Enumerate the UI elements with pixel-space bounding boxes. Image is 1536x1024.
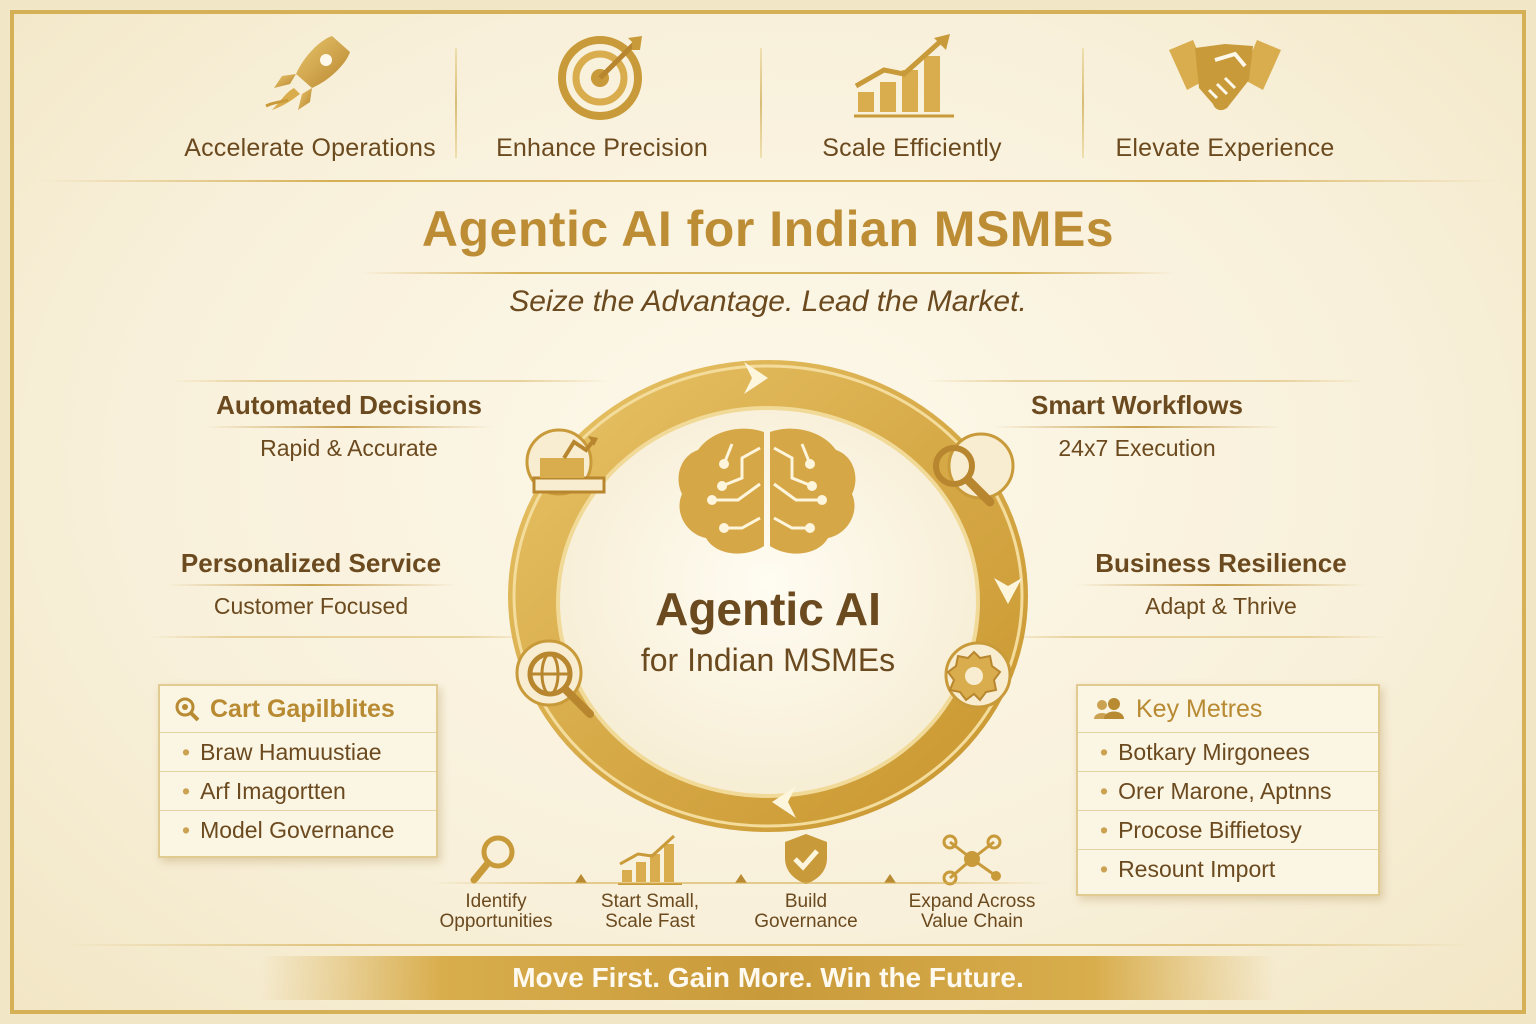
- panel-title: Cart Gapilblites: [210, 695, 395, 723]
- magnifier-icon: [933, 445, 995, 507]
- right-info-panel: Key Metres •Botkary Mirgonees •Orer Maro…: [1076, 684, 1380, 896]
- list-item: •Resount Import: [1078, 849, 1378, 888]
- benefit-accelerate: Accelerate Operations: [160, 30, 460, 180]
- step-build-governance: Build Governance: [726, 832, 886, 932]
- brain-circuit-icon: [678, 428, 856, 554]
- feature-title: Automated Decisions: [216, 390, 482, 420]
- list-item: •Model Governance: [160, 810, 436, 849]
- benefit-scale: Scale Efficiently: [762, 30, 1062, 180]
- magnifier-icon: [470, 835, 515, 884]
- divider: [1082, 48, 1084, 158]
- globe-search-icon: [527, 651, 594, 718]
- connector-line: [926, 380, 1366, 382]
- feature-title: Smart Workflows: [1031, 390, 1243, 420]
- network-icon: [942, 834, 1002, 886]
- gear-icon: [946, 650, 1002, 702]
- divider: [455, 48, 457, 158]
- header-rule: [40, 180, 1496, 182]
- factory-icon: [532, 436, 606, 494]
- shield-check-icon: [785, 834, 827, 884]
- feature-subtitle: Adapt & Thrive: [1145, 593, 1297, 619]
- feature-title: Personalized Service: [180, 548, 442, 578]
- center-title: Agentic AI: [655, 583, 881, 635]
- rocket-icon: [265, 36, 350, 110]
- benefit-label: Elevate Experience: [1115, 134, 1335, 162]
- benefit-label: Enhance Precision: [496, 134, 708, 162]
- footer-rule: [60, 944, 1476, 946]
- step-start-small: Start Small, Scale Fast: [570, 832, 730, 932]
- step-separator: [735, 874, 747, 883]
- feature-smart-workflows: Smart Workflows 24x7 Execution: [972, 384, 1302, 468]
- feature-subtitle: 24x7 Execution: [1058, 435, 1216, 461]
- connector-line: [170, 380, 610, 382]
- list-item: •Botkary Mirgonees: [1078, 732, 1378, 771]
- feature-automated-decisions: Automated Decisions Rapid & Accurate: [184, 384, 514, 468]
- step-separator: [575, 874, 587, 883]
- step-line2: Opportunities: [439, 911, 553, 932]
- benefit-label: Scale Efficiently: [822, 134, 1002, 162]
- benefit-experience: Elevate Experience: [1075, 30, 1375, 180]
- divider: [760, 48, 762, 158]
- benefit-precision: Enhance Precision: [452, 30, 752, 180]
- step-expand: Expand Across Value Chain: [892, 832, 1052, 932]
- step-line1: Build: [784, 891, 828, 912]
- growth-chart-icon: [854, 34, 954, 118]
- title-rule: [360, 272, 1176, 274]
- benefit-label: Accelerate Operations: [184, 134, 436, 162]
- panel-header: Cart Gapilblites: [160, 686, 436, 732]
- step-line1: Expand Across: [908, 891, 1036, 912]
- step-line2: Value Chain: [920, 911, 1024, 932]
- panel-header: Key Metres: [1078, 686, 1378, 732]
- feature-subtitle: Customer Focused: [213, 593, 409, 619]
- feature-business-resilience: Business Resilience Adapt & Thrive: [1056, 542, 1386, 626]
- step-separator: [884, 874, 896, 883]
- center-subtitle: for Indian MSMEs: [640, 642, 896, 678]
- feature-subtitle: Rapid & Accurate: [260, 435, 438, 461]
- list-item: •Braw Hamuustiae: [160, 732, 436, 771]
- step-line1: Start Small,: [600, 891, 700, 912]
- bar-chart-icon: [618, 834, 682, 885]
- panel-title: Key Metres: [1136, 695, 1263, 723]
- feature-title: Business Resilience: [1095, 548, 1347, 578]
- target-icon: [558, 36, 642, 120]
- feature-personalized-service: Personalized Service Customer Focused: [146, 542, 476, 626]
- page-subtitle: Seize the Advantage. Lead the Market.: [509, 285, 1027, 318]
- users-icon: [1094, 698, 1124, 719]
- step-line2: Scale Fast: [605, 911, 695, 932]
- handshake-icon: [1169, 40, 1281, 111]
- connector-line: [996, 636, 1386, 638]
- left-info-panel: Cart Gapilblites •Braw Hamuustiae •Arf I…: [158, 684, 438, 858]
- footer-banner: Move First. Gain More. Win the Future.: [260, 956, 1276, 1000]
- step-line1: Identify: [465, 891, 527, 912]
- steps-rule: [430, 882, 1050, 884]
- step-line2: Governance: [754, 911, 858, 932]
- list-item: •Arf Imagortten: [160, 771, 436, 810]
- step-identify: Identify Opportunities: [416, 832, 576, 932]
- list-item: •Procose Biffietosy: [1078, 810, 1378, 849]
- search-gear-icon: [175, 697, 200, 722]
- page-title: Agentic AI for Indian MSMEs: [421, 201, 1115, 257]
- list-item: •Orer Marone, Aptnns: [1078, 771, 1378, 810]
- connector-line: [150, 636, 540, 638]
